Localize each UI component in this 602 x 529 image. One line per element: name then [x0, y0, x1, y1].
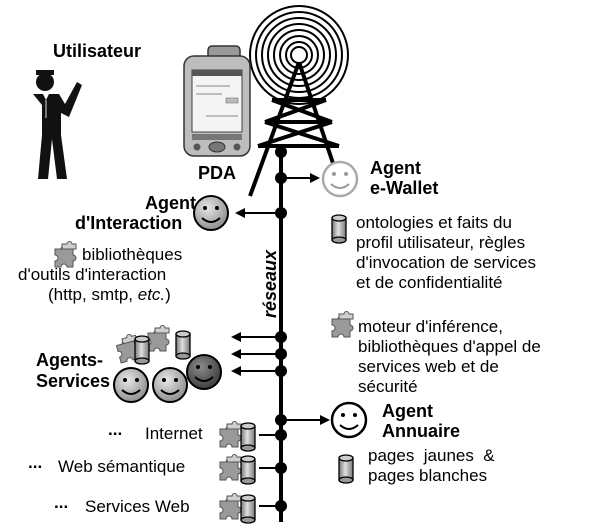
semantic-web-source-icon: [219, 454, 256, 485]
user-label: Utilisateur: [53, 41, 142, 61]
pda-device-icon: [183, 45, 251, 157]
web-services-source-dots: ...: [54, 493, 69, 512]
ewallet-agent-label-line1: Agent: [370, 158, 421, 178]
ewallet-engine-text-line3: services web et de: [358, 357, 499, 376]
signal-waves-icon: [249, 5, 349, 105]
semantic-web-source-label: Web sémantique: [58, 457, 186, 476]
annuaire-agent-label-line2: Annuaire: [382, 421, 461, 441]
connection-arrows: [231, 173, 330, 425]
web-services-source-label: Services Web: [85, 497, 190, 516]
interaction-library-text-line3: (http, smtp, etc.): [48, 285, 171, 304]
internet-source-label: Internet: [145, 424, 203, 443]
ewallet-engine-text-line1: moteur d'inférence,: [358, 317, 503, 336]
semantic-web-source-dots: ...: [28, 453, 43, 472]
annuaire-db-text-line2: pages blanches: [368, 466, 488, 485]
internet-source-dots: ...: [108, 420, 123, 439]
web-services-source-icon: [219, 493, 256, 524]
ewallet-agent-label-line2: e-Wallet: [370, 178, 439, 198]
services-agents-label-line2: Services: [36, 371, 111, 391]
network-nodes: [275, 146, 287, 512]
annuaire-database-icon: [338, 454, 354, 484]
interaction-agent-label-line2: d'Interaction: [75, 213, 183, 233]
user-icon: [33, 70, 82, 179]
interaction-library-text-line1: bibliothèques: [82, 245, 183, 264]
interaction-agent-smiley-icon: [193, 195, 229, 231]
annuaire-agent-label-line1: Agent: [382, 401, 433, 421]
network-label: réseaux: [260, 249, 280, 318]
pda-label: PDA: [198, 163, 237, 183]
ewallet-db-text-line2: profil utilisateur, règles: [356, 233, 526, 252]
ewallet-agent-smiley-icon: [321, 160, 359, 198]
interaction-agent-label-line1: Agent: [145, 193, 196, 213]
ewallet-db-text-line1: ontologies et faits du: [356, 213, 512, 232]
interaction-library-puzzle-icon: [54, 241, 77, 268]
services-agents-label-line1: Agents-: [36, 350, 103, 370]
ewallet-engine-text-line2: bibliothèques d'appel de: [358, 337, 541, 356]
ewallet-db-text-line4: et de confidentialité: [356, 273, 503, 292]
internet-source-icon: [219, 421, 256, 452]
ewallet-db-text-line3: d'invocation de services: [356, 253, 536, 272]
ewallet-engine-text-line4: sécurité: [358, 377, 418, 396]
ewallet-engine-puzzle-icon: [331, 311, 354, 338]
annuaire-agent-smiley-icon: [330, 401, 368, 439]
ewallet-database-icon: [331, 214, 347, 244]
annuaire-db-text-line1: pages jaunes &: [368, 446, 495, 465]
interaction-library-text-line2: d'outils d'interaction: [18, 265, 167, 284]
services-agents-cluster-icon: [113, 325, 222, 403]
